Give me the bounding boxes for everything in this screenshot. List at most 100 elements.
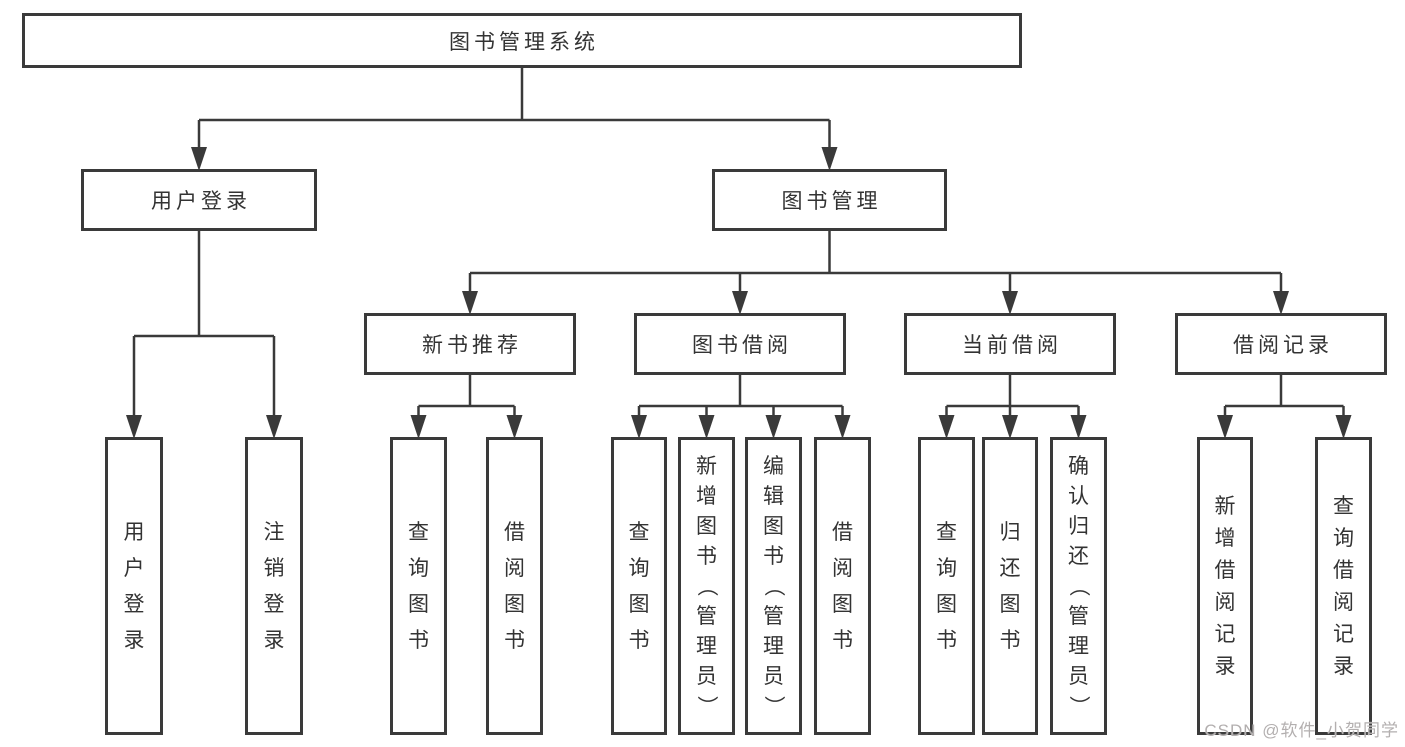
arrowhead-book-borrow: [732, 291, 748, 315]
v-char: 阅: [1214, 590, 1236, 614]
node-borrow-records: 借阅记录: [1175, 313, 1387, 375]
v-char: 新: [1214, 494, 1236, 518]
watermark: CSDN @软件_小贺同学: [1204, 721, 1399, 740]
node-leaf-logout: 注销登录: [245, 437, 303, 735]
arrowhead-new-book-rec: [462, 291, 478, 315]
node-label: 查询图书: [407, 514, 431, 658]
v-char: 书: [504, 628, 525, 652]
v-char: 增: [696, 484, 717, 508]
v-char: 借: [504, 520, 525, 544]
v-char: 书: [408, 628, 429, 652]
v-char: 图: [696, 514, 717, 538]
v-char: ）: [762, 695, 785, 717]
v-char: 询: [408, 556, 429, 580]
node-leaf-borrow-book-2: 借阅图书: [814, 437, 871, 735]
arrowhead-leaf-confirm-return: [1070, 415, 1087, 439]
v-char: 询: [1333, 526, 1354, 550]
v-char: 书: [696, 544, 717, 568]
v-char: 图: [763, 514, 784, 538]
node-label: 图书管理: [781, 190, 882, 213]
arrowhead-borrow-records: [1273, 291, 1289, 315]
v-char: 确: [1068, 454, 1089, 478]
v-char: ）: [695, 695, 718, 717]
v-char: 归: [999, 520, 1021, 544]
node-label: 借阅图书: [831, 514, 855, 658]
v-char: 借: [832, 520, 853, 544]
arrowhead-user-login: [191, 147, 207, 171]
v-char: 登: [263, 592, 285, 616]
node-leaf-query-book-3: 查询图书: [918, 437, 975, 735]
v-char: 图: [628, 592, 650, 616]
arrowhead-leaf-edit-book: [765, 415, 782, 439]
v-char: 查: [408, 520, 429, 544]
v-char: 还: [999, 556, 1021, 580]
arrowhead-current-borrow: [1002, 291, 1018, 315]
v-char: 录: [263, 628, 285, 652]
arrowhead-leaf-return-book: [1002, 415, 1018, 439]
v-char: 还: [1068, 544, 1089, 568]
v-char: 新: [696, 454, 717, 478]
arrowhead-leaf-query-record: [1335, 415, 1352, 439]
v-char: 销: [263, 556, 285, 580]
node-leaf-query-book-1: 查询图书: [390, 437, 447, 735]
v-char: 员: [696, 664, 717, 688]
v-char: 阅: [1333, 590, 1354, 614]
node-label: 图书借阅: [692, 334, 792, 357]
node-book-borrow: 图书借阅: [634, 313, 846, 375]
v-char: 书: [936, 628, 957, 652]
v-char: 图: [936, 592, 957, 616]
v-char: 询: [936, 556, 957, 580]
v-char: 图: [408, 592, 429, 616]
v-char: 阅: [504, 556, 525, 580]
v-char: 借: [1214, 558, 1236, 582]
v-char: 理: [696, 634, 717, 658]
node-label: 确认归还（管理员）: [1067, 451, 1091, 721]
node-label: 查询图书: [935, 514, 959, 658]
v-char: 阅: [832, 556, 853, 580]
node-leaf-edit-book: 编辑图书（管理员）: [745, 437, 802, 735]
v-char: 书: [628, 628, 650, 652]
v-char: 用: [123, 520, 145, 544]
arrowhead-leaf-query-book-3: [938, 415, 955, 439]
node-label: 新增借阅记录: [1213, 490, 1237, 682]
arrowhead-leaf-add-book: [698, 415, 715, 439]
v-char: 员: [1068, 664, 1089, 688]
node-leaf-add-book: 新增图书 （ 管理员 ）: [678, 437, 735, 735]
node-leaf-borrow-book-1: 借阅图书: [486, 437, 543, 735]
node-label: 编辑图书（管理员）: [762, 451, 786, 721]
v-char: （: [762, 575, 785, 597]
arrowhead-leaf-borrow-book-1: [506, 415, 523, 439]
v-char: 录: [1214, 654, 1236, 678]
node-label: 新增图书 （ 管理员 ）: [695, 451, 719, 721]
v-char: 记: [1214, 622, 1236, 646]
node-label: 查询图书: [627, 514, 651, 658]
v-char: 员: [763, 664, 784, 688]
node-book-mgmt: 图书管理: [712, 169, 947, 231]
arrowhead-leaf-logout: [266, 415, 282, 439]
v-char: 查: [1333, 494, 1354, 518]
v-char: 管: [696, 604, 717, 628]
v-char: 书: [999, 628, 1021, 652]
v-char: 询: [628, 556, 650, 580]
v-char: 图: [504, 592, 525, 616]
v-char: 注: [263, 520, 285, 544]
v-char: 登: [123, 592, 145, 616]
arrowhead-leaf-query-book-1: [410, 415, 427, 439]
v-char: 记: [1333, 622, 1354, 646]
v-char: （: [695, 575, 718, 597]
node-leaf-user-login: 用户登录: [105, 437, 163, 735]
v-char: 录: [123, 628, 145, 652]
node-leaf-return-book: 归还图书: [982, 437, 1038, 735]
node-root: 图书管理系统: [22, 13, 1022, 68]
v-char: 录: [1333, 654, 1354, 678]
node-label: 当前借阅: [962, 334, 1062, 357]
node-leaf-confirm-return: 确认归还（管理员）: [1050, 437, 1107, 735]
v-char: 归: [1068, 514, 1089, 538]
v-char: 户: [123, 556, 145, 580]
node-user-login: 用户登录: [81, 169, 317, 231]
v-char: 图: [832, 592, 853, 616]
v-char: 图: [999, 592, 1021, 616]
v-char: 管: [763, 604, 784, 628]
node-label: 用户登录: [122, 514, 146, 658]
node-label: 用户登录: [151, 190, 251, 213]
